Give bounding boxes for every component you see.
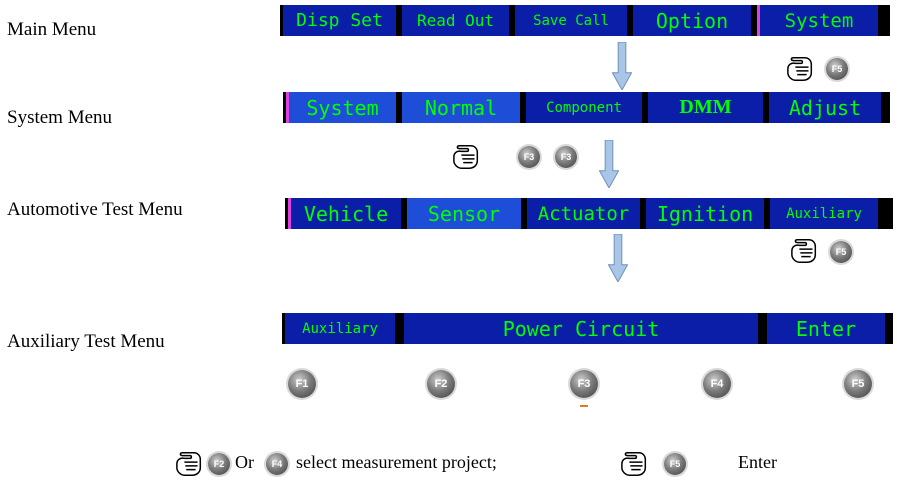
f1-key-icon[interactable]: F1 (288, 370, 316, 398)
pointing-hand-icon (621, 452, 647, 476)
pointing-hand-icon (787, 57, 813, 81)
menu-auxiliary-title[interactable]: Auxiliary (285, 313, 395, 344)
menu-adjust[interactable]: Adjust (769, 92, 881, 123)
auxiliary-test-menu-bar: Auxiliary Power Circuit Enter (282, 313, 893, 344)
down-arrow-icon (608, 234, 628, 282)
menu-vehicle[interactable]: Vehicle (288, 198, 401, 229)
menu-save-call[interactable]: Save Call (515, 5, 627, 36)
f2-key-icon[interactable]: F2 (427, 370, 455, 398)
f5-key-icon[interactable]: F5 (830, 241, 852, 263)
f5-key-icon[interactable]: F5 (844, 370, 872, 398)
system-menu-label: System Menu (7, 107, 113, 128)
f3-key-icon[interactable]: F3 (570, 370, 598, 398)
f2-key-icon[interactable]: F2 (208, 453, 230, 475)
menu-disp-set[interactable]: Disp Set (283, 5, 396, 36)
main-menu-label: Main Menu (7, 19, 97, 40)
system-menu-bar: System Normal Component DMM Adjust (283, 92, 890, 123)
menu-normal[interactable]: Normal (402, 92, 520, 123)
footer-enter-text: Enter (738, 452, 777, 472)
menu-sensor[interactable]: Sensor (407, 198, 521, 229)
f3-key-icon[interactable]: F3 (555, 146, 577, 168)
menu-system[interactable]: System (757, 5, 878, 36)
f4-key-icon[interactable]: F4 (266, 453, 288, 475)
menu-actuator[interactable]: Actuator (527, 198, 640, 229)
down-arrow-icon (612, 42, 632, 90)
menu-dmm[interactable]: DMM (648, 92, 763, 123)
f3-underline-mark (580, 405, 588, 407)
footer-select-text: select measurement project; (296, 452, 497, 472)
automotive-test-menu-label: Automotive Test Menu (7, 199, 183, 220)
f3-key-icon[interactable]: F3 (518, 146, 540, 168)
f5-key-icon[interactable]: F5 (664, 453, 686, 475)
f5-key-icon[interactable]: F5 (826, 58, 848, 80)
menu-power-circuit[interactable]: Power Circuit (404, 313, 758, 344)
auxiliary-test-menu-label: Auxiliary Test Menu (7, 331, 165, 352)
main-menu-bar: Disp Set Read Out Save Call Option Syste… (280, 5, 890, 36)
menu-auxiliary[interactable]: Auxiliary (770, 198, 878, 229)
f4-key-icon[interactable]: F4 (703, 370, 731, 398)
down-arrow-icon (599, 140, 619, 188)
menu-ignition[interactable]: Ignition (646, 198, 764, 229)
pointing-hand-icon (176, 452, 202, 476)
menu-read-out[interactable]: Read Out (402, 5, 509, 36)
menu-enter[interactable]: Enter (767, 313, 885, 344)
menu-component[interactable]: Component (526, 92, 642, 123)
pointing-hand-icon (791, 239, 817, 263)
menu-option[interactable]: Option (633, 5, 751, 36)
footer-or-text: Or (235, 452, 254, 472)
menu-system-selected[interactable]: System (286, 92, 396, 123)
pointing-hand-icon (453, 145, 479, 169)
automotive-test-menu-bar: Vehicle Sensor Actuator Ignition Auxilia… (285, 198, 893, 229)
